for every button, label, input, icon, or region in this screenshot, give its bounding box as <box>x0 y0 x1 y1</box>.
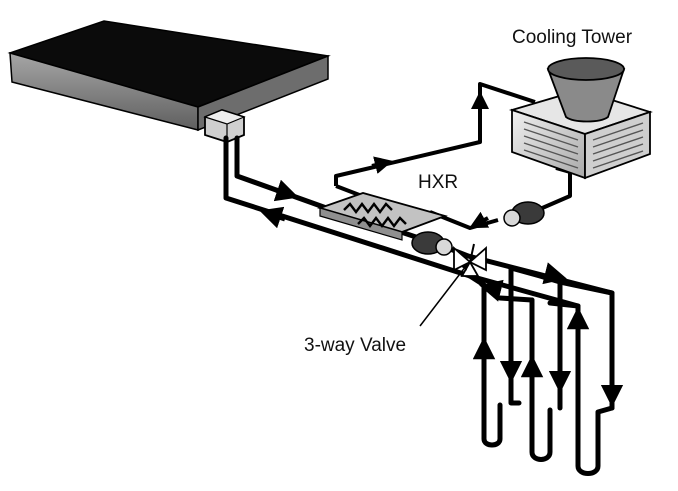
hxr-label: HXR <box>418 172 459 193</box>
pump-icon <box>411 201 545 256</box>
valve-leader <box>419 263 469 327</box>
flow-arrows-tower <box>371 91 490 229</box>
slab-icon <box>7 20 331 143</box>
heat-exchanger-icon <box>317 192 448 241</box>
valve-label: 3-way Valve <box>304 335 407 356</box>
cooling-tower-label: Cooling Tower <box>512 27 633 48</box>
flow-arrows-ground <box>259 179 624 408</box>
cooling-tower-icon <box>508 57 653 180</box>
